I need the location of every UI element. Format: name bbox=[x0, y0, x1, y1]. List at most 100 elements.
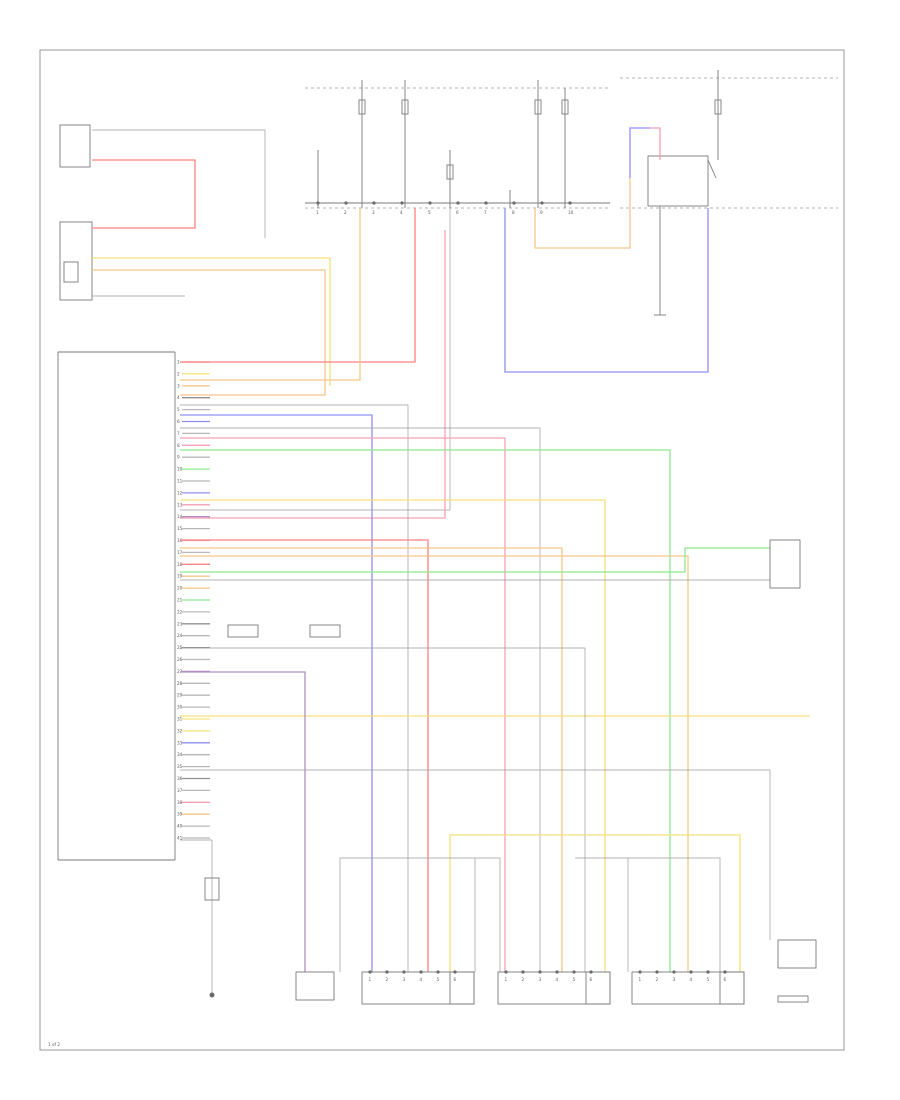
actuator-pin-number: 3 bbox=[539, 977, 542, 982]
module-pin-number: 36 bbox=[177, 776, 183, 781]
wire-pink-relay bbox=[650, 127, 661, 160]
wire-red-sensor bbox=[92, 159, 196, 229]
module-pin-number: 2 bbox=[177, 371, 180, 376]
wire-blue-relay bbox=[629, 127, 650, 178]
sunlight-sensor-base bbox=[777, 995, 809, 1003]
module-pin-number: 10 bbox=[177, 467, 183, 472]
actuator-pin-number: 1 bbox=[505, 977, 508, 982]
actuator-pin bbox=[538, 970, 542, 974]
fuse-box-pin-number: 1 bbox=[316, 210, 319, 215]
actuator-pin bbox=[385, 970, 389, 974]
blower-relay-box bbox=[620, 70, 838, 316]
actuator-pin bbox=[402, 970, 406, 974]
module-pin-number: 26 bbox=[177, 657, 183, 662]
fuse-box-pin-number: 5 bbox=[428, 210, 431, 215]
module-pin-number: 6 bbox=[177, 419, 180, 424]
relay-coil-box bbox=[647, 155, 709, 207]
actuator-motor bbox=[719, 971, 745, 1005]
actuator-pin bbox=[555, 970, 559, 974]
fuse-box-pin bbox=[456, 201, 460, 205]
wire-yellow-actuator-bus bbox=[449, 834, 741, 972]
wire-orange-relay bbox=[534, 178, 631, 249]
module-pin-number: 41 bbox=[177, 836, 183, 841]
actuator-box bbox=[631, 971, 745, 1005]
actuator-motor bbox=[585, 971, 611, 1005]
fuse-box-pin-number: 3 bbox=[372, 210, 375, 215]
module-pin-number: 19 bbox=[177, 574, 183, 579]
fuse-box-pin-number: 9 bbox=[540, 210, 543, 215]
module-pin-number: 8 bbox=[177, 443, 180, 448]
module-pin-number: 29 bbox=[177, 693, 183, 698]
module-pin-number: 28 bbox=[177, 681, 183, 686]
wire-gray-sensor-return bbox=[180, 769, 771, 940]
wire-orange-fuse bbox=[180, 208, 361, 381]
fuse-box-pin bbox=[568, 201, 572, 205]
actuator-pin-number: 5 bbox=[437, 977, 440, 982]
wire-red-mode bbox=[180, 539, 429, 972]
fuse-box-pin-number: 7 bbox=[484, 210, 487, 215]
module-pin-number: 22 bbox=[177, 609, 183, 614]
fuse-box-pin-number: 4 bbox=[400, 210, 403, 215]
wire-red-fuse bbox=[180, 208, 416, 363]
module-pin-number: 15 bbox=[177, 526, 183, 531]
fuse-box-pin-number: 6 bbox=[456, 210, 459, 215]
actuator-pin bbox=[723, 970, 727, 974]
wire-gray-actuator-bus-1 bbox=[339, 857, 476, 972]
ground-point bbox=[209, 992, 215, 998]
wire-harness bbox=[92, 127, 810, 995]
actuator-pin bbox=[572, 970, 576, 974]
module-pin-number: 33 bbox=[177, 740, 183, 745]
module-pin-number: 32 bbox=[177, 728, 183, 733]
wire-gray-module-ground bbox=[180, 839, 213, 995]
actuator-pin-number: 5 bbox=[707, 977, 710, 982]
fuse-box-pin bbox=[372, 201, 376, 205]
module-pin-number: 34 bbox=[177, 752, 183, 757]
module-pin-number: 30 bbox=[177, 705, 183, 710]
wire-yellow-transducer bbox=[92, 257, 331, 386]
fuse-box-pin bbox=[512, 201, 516, 205]
wire-yellow-intake bbox=[180, 499, 606, 972]
fuse-2 bbox=[401, 99, 409, 115]
fuse-box-pin bbox=[540, 201, 544, 205]
actuator-box bbox=[497, 971, 611, 1005]
fuse-box-pin-number: 2 bbox=[344, 210, 347, 215]
module-pin-number: 17 bbox=[177, 550, 183, 555]
module-pin-number: 40 bbox=[177, 824, 183, 829]
climate-control-module: 1234567891011121314151617181920212223242… bbox=[57, 351, 210, 861]
wire-orange-transducer bbox=[92, 269, 326, 396]
actuator-pin bbox=[436, 970, 440, 974]
relay-fuse bbox=[714, 99, 722, 115]
module-pin-number: 9 bbox=[177, 455, 180, 460]
wire-orange-temp bbox=[180, 547, 563, 972]
module-pin-number: 37 bbox=[177, 788, 183, 793]
fuse-box-pin bbox=[428, 201, 432, 205]
ground-connector-lower bbox=[204, 877, 220, 901]
fuse-box-pin bbox=[484, 201, 488, 205]
ground-connector-box-2 bbox=[309, 624, 341, 638]
actuator-pin bbox=[706, 970, 710, 974]
diagram-frame bbox=[39, 49, 845, 1051]
module-pin-number: 18 bbox=[177, 562, 183, 567]
actuator-pin bbox=[521, 970, 525, 974]
wire-gray-fuse bbox=[180, 208, 451, 511]
fuse-box-pin bbox=[400, 201, 404, 205]
actuator-pin-number: 4 bbox=[420, 977, 423, 982]
module-pin-number: 20 bbox=[177, 586, 183, 591]
wire-blue-mode bbox=[180, 414, 373, 972]
fuse-box-pin-number: 8 bbox=[512, 210, 515, 215]
actuator-pin-number: 3 bbox=[403, 977, 406, 982]
fuse-4 bbox=[534, 99, 542, 115]
fuse-5 bbox=[561, 99, 569, 115]
actuator-pin-number: 6 bbox=[454, 977, 457, 982]
actuator-pin bbox=[589, 970, 593, 974]
fuse-box-pin bbox=[316, 201, 320, 205]
actuator-pin-number: 2 bbox=[656, 977, 659, 982]
module-pin-number: 27 bbox=[177, 669, 183, 674]
actuator-pin-number: 6 bbox=[590, 977, 593, 982]
actuator-pin bbox=[689, 970, 693, 974]
wire-pink-fuse bbox=[180, 230, 446, 519]
transducer-box bbox=[59, 221, 93, 301]
module-pin-number: 7 bbox=[177, 431, 180, 436]
